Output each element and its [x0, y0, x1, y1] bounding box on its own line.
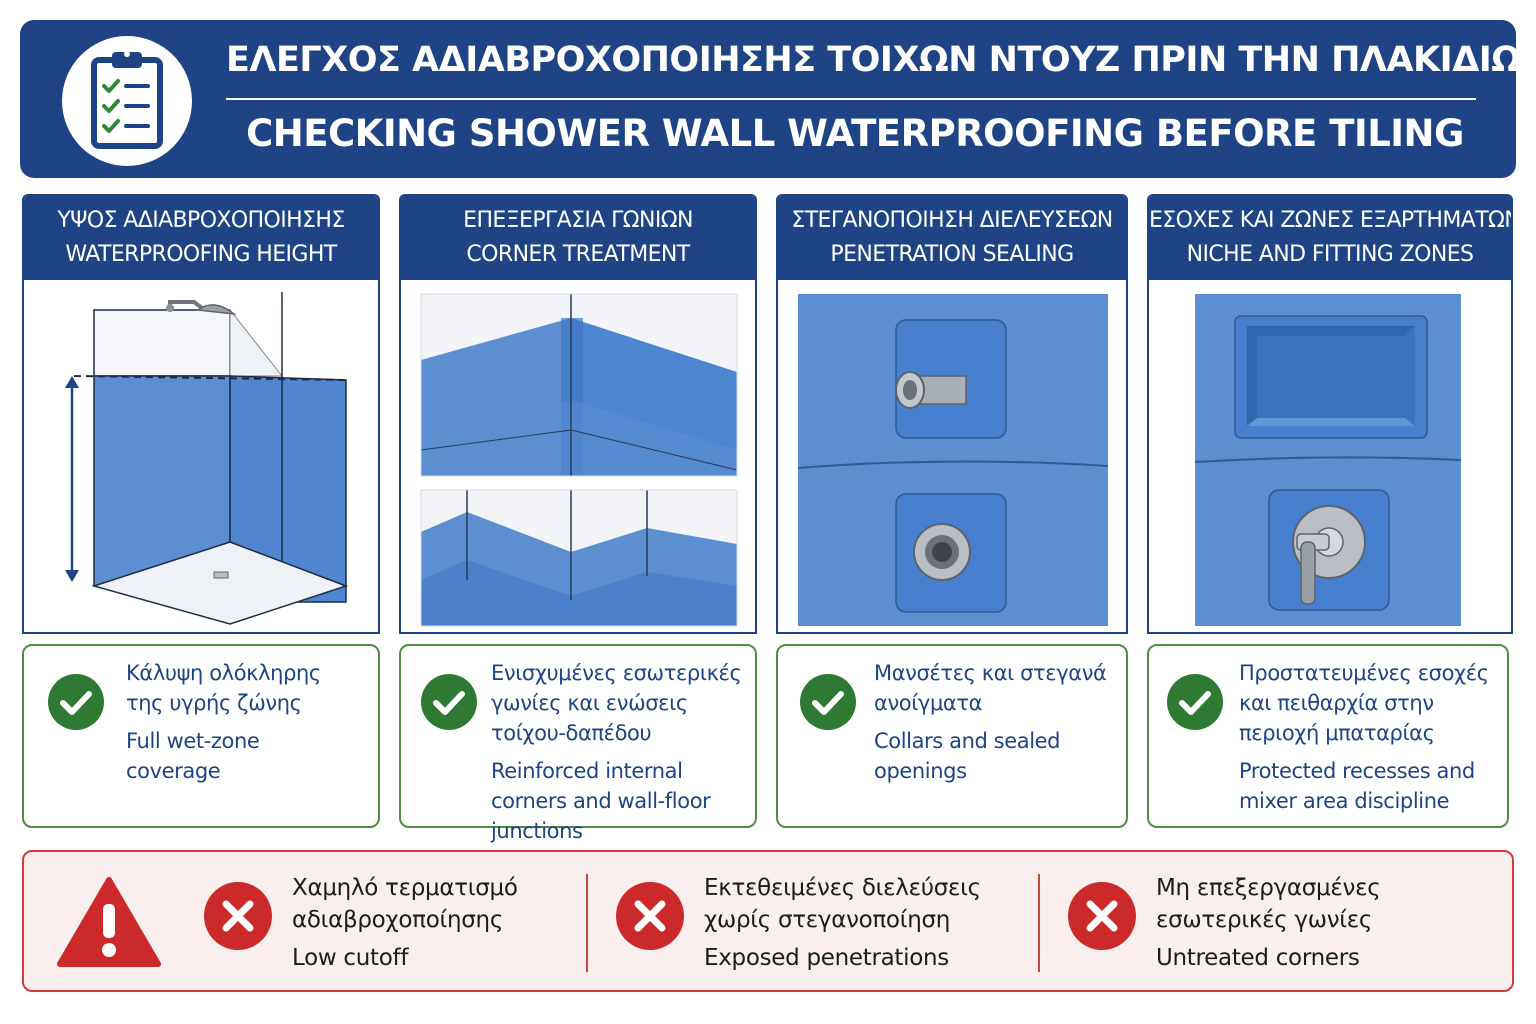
panel-title-english: PENETRATION SEALING	[830, 242, 1074, 267]
check-text-greek: Κάλυψη ολόκληρης της υγρής ζώνης	[126, 661, 321, 715]
common-mistakes-band: Χαμηλό τερματισμό αδιαβροχοποίησης Low c…	[22, 850, 1514, 992]
panel-title-english: WATERPROOFING HEIGHT	[65, 242, 337, 267]
warning-text-english: Low cutoff	[292, 945, 409, 971]
warning-divider	[586, 874, 588, 972]
warning-divider	[1038, 874, 1040, 972]
check-text-english: Protected recesses and mixer area discip…	[1239, 759, 1475, 813]
checkmark-icon	[421, 674, 477, 730]
checkmark-icon	[800, 674, 856, 730]
corner-treatment-diagram	[420, 293, 738, 627]
panel-niche-fitting-zones: ΕΣΟΧΕΣ ΚΑΙ ΖΩΝΕΣ ΕΞΑΡΤΗΜΑΤΩΝ NICHE AND F…	[1147, 194, 1513, 634]
panel-title-greek: ΕΠΕΞΕΡΓΑΣΙΑ ΓΩΝΙΩΝ	[463, 208, 693, 233]
warning-triangle-icon	[57, 877, 161, 967]
panel-corner-treatment: ΕΠΕΞΕΡΓΑΣΙΑ ΓΩΝΙΩΝ CORNER TREATMENT	[399, 194, 757, 634]
error-x-icon	[1068, 882, 1136, 950]
panel-header: ΕΠΕΞΕΡΓΑΣΙΑ ΓΩΝΙΩΝ CORNER TREATMENT	[401, 196, 755, 280]
page-header: ΕΛΕΓΧΟΣ ΑΔΙΑΒΡΟΧΟΠΟΙΗΣΗΣ ΤΟΙΧΩΝ ΝΤΟΥΖ ΠΡ…	[20, 20, 1536, 178]
check-box-niche-fitting-zones: Προστατευμένες εσοχές και πειθαρχία στην…	[1147, 644, 1509, 828]
checkmark-icon	[48, 674, 104, 730]
check-text-english: Reinforced internal corners and wall-flo…	[491, 759, 711, 843]
panel-title-greek: ΥΨΟΣ ΑΔΙΑΒΡΟΧΟΠΟΙΗΣΗΣ	[57, 208, 345, 233]
page-title-greek: ΕΛΕΓΧΟΣ ΑΔΙΑΒΡΟΧΟΠΟΙΗΣΗΣ ΤΟΙΧΩΝ ΝΤΟΥΖ ΠΡ…	[226, 40, 1536, 80]
warning-item-low-cutoff: Χαμηλό τερματισμό αδιαβροχοποίησης Low c…	[204, 852, 584, 990]
check-box-waterproofing-height: Κάλυψη ολόκληρης της υγρής ζώνης Full we…	[22, 644, 380, 828]
warning-text-greek: Μη επεξεργασμένες εσωτερικές γωνίες	[1156, 875, 1381, 933]
panel-header: ΥΨΟΣ ΑΔΙΑΒΡΟΧΟΠΟΙΗΣΗΣ WATERPROOFING HEIG…	[24, 196, 378, 280]
check-text-greek: Μανσέτες και στεγανά ανοίγματα	[874, 661, 1107, 715]
warning-text-greek: Χαμηλό τερματισμό αδιαβροχοποίησης	[292, 875, 518, 933]
page-title-english: CHECKING SHOWER WALL WATERPROOFING BEFOR…	[246, 112, 1464, 155]
title-divider	[226, 98, 1476, 100]
panel-header: ΕΣΟΧΕΣ ΚΑΙ ΖΩΝΕΣ ΕΞΑΡΤΗΜΑΤΩΝ NICHE AND F…	[1149, 196, 1511, 280]
niche-and-mixer-diagram	[1194, 294, 1462, 626]
check-text-greek: Προστατευμένες εσοχές και πειθαρχία στην…	[1239, 661, 1489, 745]
panel-title-english: CORNER TREATMENT	[466, 242, 690, 267]
checkmark-icon	[1167, 674, 1223, 730]
panel-title-greek: ΣΤΕΓΑΝΟΠΟΙΗΣΗ ΔΙΕΛΕΥΣΕΩΝ	[791, 208, 1113, 233]
warning-text-english: Exposed penetrations	[704, 945, 949, 971]
warning-item-exposed-penetrations: Εκτεθειμένες διελεύσεις χωρίς στεγανοποί…	[616, 852, 1036, 990]
check-box-penetration-sealing: Μανσέτες και στεγανά ανοίγματα Collars a…	[776, 644, 1128, 828]
check-box-corner-treatment: Ενισχυμένες εσωτερικές γωνίες και ενώσει…	[399, 644, 757, 843]
check-text-english: Collars and sealed openings	[874, 729, 1061, 783]
panel-title-english: NICHE AND FITTING ZONES	[1186, 242, 1474, 267]
error-x-icon	[616, 882, 684, 950]
error-x-icon	[204, 882, 272, 950]
warning-text-english: Untreated corners	[1156, 945, 1360, 971]
panel-title-greek: ΕΣΟΧΕΣ ΚΑΙ ΖΩΝΕΣ ΕΞΑΡΤΗΜΑΤΩΝ	[1149, 208, 1513, 233]
pipe-collar-diagram	[797, 294, 1109, 626]
warning-text-greek: Εκτεθειμένες διελεύσεις χωρίς στεγανοποί…	[704, 875, 981, 933]
check-text-greek: Ενισχυμένες εσωτερικές γωνίες και ενώσει…	[491, 661, 742, 745]
panel-waterproofing-height: ΥΨΟΣ ΑΔΙΑΒΡΟΧΟΠΟΙΗΣΗΣ WATERPROOFING HEIG…	[22, 194, 380, 634]
shower-enclosure-height-diagram	[65, 292, 349, 625]
panel-penetration-sealing: ΣΤΕΓΑΝΟΠΟΙΗΣΗ ΔΙΕΛΕΥΣΕΩΝ PENETRATION SEA…	[776, 194, 1128, 634]
clipboard-checklist-icon	[62, 36, 192, 166]
warning-item-untreated-corners: Μη επεξεργασμένες εσωτερικές γωνίες Untr…	[1068, 852, 1488, 990]
check-text-english: Full wet-zone coverage	[126, 729, 260, 783]
panel-header: ΣΤΕΓΑΝΟΠΟΙΗΣΗ ΔΙΕΛΕΥΣΕΩΝ PENETRATION SEA…	[778, 196, 1126, 280]
